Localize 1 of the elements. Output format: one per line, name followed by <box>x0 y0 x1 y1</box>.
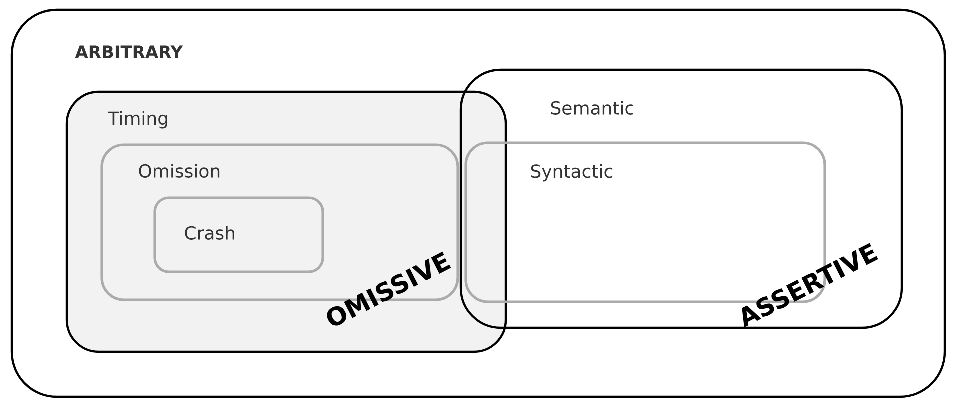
subset-box: Crash <box>154 196 324 274</box>
